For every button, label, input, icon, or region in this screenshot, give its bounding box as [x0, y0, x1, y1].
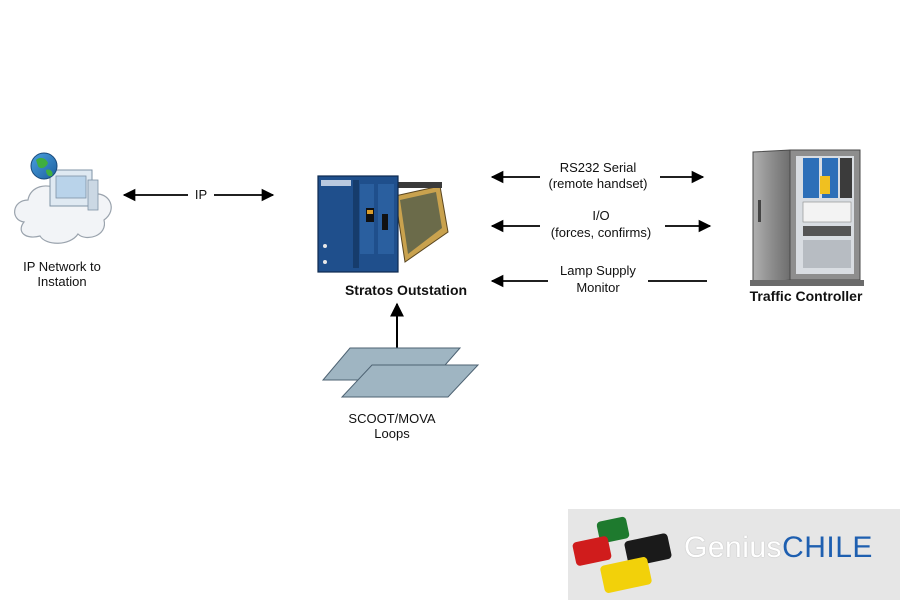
lamp-supply-label-line2: Monitor [576, 280, 620, 295]
geniuschile-logo-mark-icon [572, 516, 672, 593]
lamp-supply-label-line1: Lamp Supply [560, 263, 636, 278]
ip-link-label: IP [195, 187, 207, 202]
loops-label-line1: SCOOT/MOVA [348, 411, 435, 426]
ip-network-icon [14, 152, 112, 244]
logo-word-chile: CHILE [782, 531, 873, 564]
loops-icon [321, 347, 480, 398]
io-label-line1: I/O [592, 208, 609, 223]
outstation-unit-icon [317, 175, 449, 273]
rs232-label-line2: (remote handset) [549, 176, 648, 191]
logo-word-genius: Genius [684, 531, 783, 564]
traffic-controller-label: Traffic Controller [750, 288, 863, 304]
traffic-controller-cabinet-icon [750, 149, 864, 286]
rs232-label-line1: RS232 Serial [560, 160, 637, 175]
io-label-line2: (forces, confirms) [551, 225, 651, 240]
loops-label-line2: Loops [374, 426, 410, 441]
geniuschile-logo: GeniusCHILE [568, 509, 900, 600]
ip-network-label-line1: IP Network to [23, 259, 101, 274]
geniuschile-logo-text: GeniusCHILE [684, 531, 873, 565]
ip-network-label-line2: Instation [37, 274, 86, 289]
outstation-label: Stratos Outstation [345, 282, 467, 298]
